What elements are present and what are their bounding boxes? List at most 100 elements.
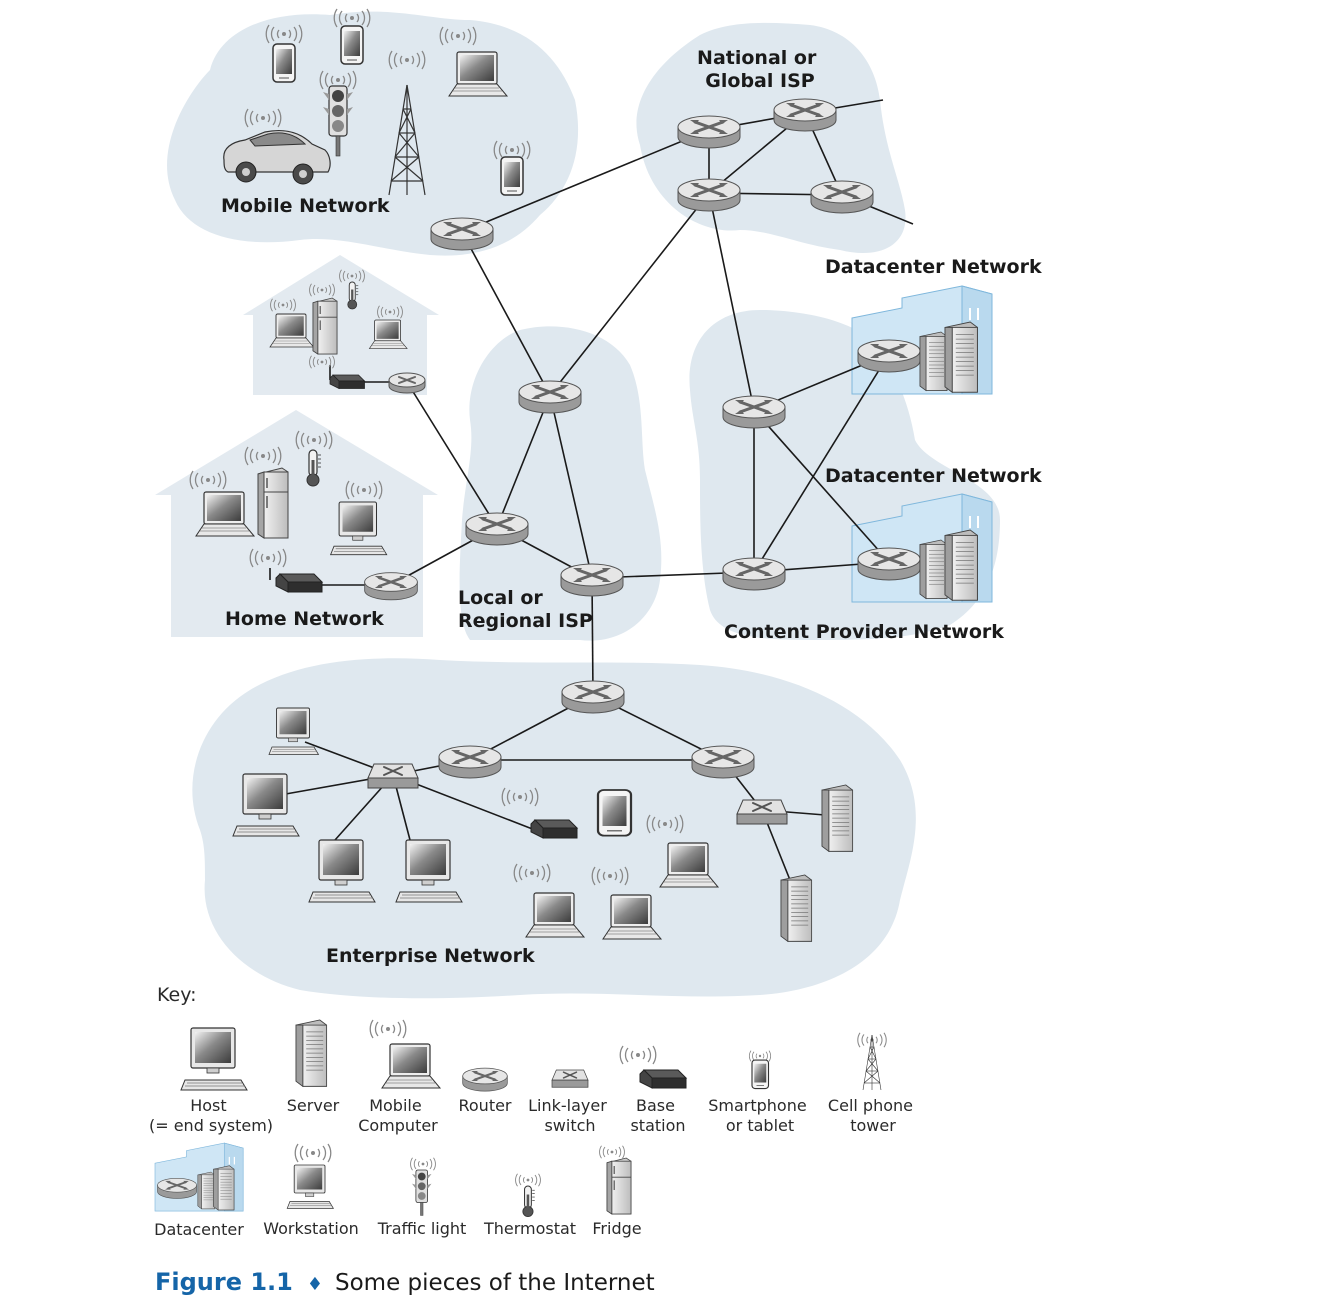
mobile-computer-icon	[381, 1043, 441, 1089]
smartphone-icon	[272, 43, 296, 83]
regional-isp-cloud	[459, 326, 662, 641]
router-icon	[559, 562, 625, 598]
key-label-server-line1: Server	[287, 1096, 340, 1115]
key-label-mobile-computer: Mobile Computer	[358, 1096, 438, 1135]
key-label-thermostat-line1: Thermostat	[483, 1219, 576, 1238]
fridge-icon	[606, 1157, 632, 1215]
datacenter-network-label-1: Datacenter Network	[825, 256, 1042, 278]
mobile-network-label: Mobile Network	[221, 195, 390, 217]
workstation-icon	[286, 1164, 334, 1209]
smartphone-icon	[500, 156, 524, 196]
router-icon	[560, 679, 626, 715]
key-label-mobile-computer-line2: Computer	[358, 1116, 438, 1135]
server-icon	[944, 321, 978, 393]
server-icon	[780, 874, 813, 942]
server-icon	[919, 539, 948, 599]
global-isp-label-line2: Global ISP	[705, 70, 814, 92]
key-label-smartphone: Smartphone or tablet	[708, 1096, 812, 1135]
legend-key: Key: Host (= end system) Server Mobile C…	[149, 984, 913, 1239]
wifi-icon	[369, 1019, 407, 1039]
router-icon	[437, 744, 503, 780]
server-icon	[919, 331, 948, 391]
key-label-traffic-light: Traffic light	[377, 1219, 467, 1238]
mobile-network-devices	[223, 8, 531, 196]
regional-isp-label-line1: Local or	[458, 587, 543, 609]
global-isp-label: National or Global ISP	[697, 47, 823, 92]
router-icon	[721, 394, 787, 430]
enterprise-network-label: Enterprise Network	[326, 945, 535, 967]
router-icon	[690, 744, 756, 780]
key-label-host: Host (= end system)	[149, 1096, 273, 1135]
base-station-icon	[275, 573, 323, 593]
wifi-icon	[294, 1143, 332, 1163]
key-label-fridge-line1: Fridge	[592, 1219, 641, 1238]
key-label-router: Router	[458, 1096, 511, 1115]
fridge-icon	[312, 297, 338, 355]
link-layer-switch-icon	[367, 763, 419, 789]
router-icon	[517, 379, 583, 415]
key-label-workstation: Workstation	[263, 1219, 359, 1238]
base-station-icon	[639, 1069, 687, 1089]
key-label-workstation-line1: Workstation	[263, 1219, 359, 1238]
router-icon	[676, 177, 742, 213]
key-label-switch-line1: Link-layer	[528, 1096, 607, 1115]
key-label-traffic-light-line1: Traffic light	[377, 1219, 467, 1238]
wifi-icon	[599, 1145, 625, 1159]
key-label-base-station-line2: station	[630, 1116, 685, 1135]
host-icon	[180, 1027, 248, 1091]
car-icon	[223, 129, 331, 185]
global-isp-label-line1: National or	[697, 47, 817, 69]
router-icon	[464, 511, 530, 547]
key-label-smartphone-line2: or tablet	[726, 1116, 794, 1135]
smartphone-icon	[340, 25, 364, 65]
router-icon	[809, 179, 875, 215]
caption-bullet: ♦	[307, 1274, 323, 1295]
home-network-house-1	[243, 255, 439, 395]
figure-caption: Figure 1.1 ♦ Some pieces of the Internet	[155, 1268, 655, 1295]
cell-tower-icon	[862, 1034, 882, 1091]
key-label-datacenter: Datacenter	[154, 1220, 244, 1239]
wifi-icon	[619, 1045, 657, 1065]
key-label-router-line1: Router	[458, 1096, 511, 1115]
content-provider-network-label: Content Provider Network	[724, 621, 1004, 643]
key-label-mobile-computer-line1: Mobile	[369, 1096, 421, 1115]
router-icon	[856, 338, 922, 374]
key-label-datacenter-line1: Datacenter	[154, 1220, 244, 1239]
datacenter-network-label-2: Datacenter Network	[825, 465, 1042, 487]
caption-text: Some pieces of the Internet	[335, 1270, 655, 1295]
caption-figure-number: Figure 1.1	[155, 1268, 293, 1295]
key-label-base-station-line1: Base	[636, 1096, 675, 1115]
key-label-fridge: Fridge	[592, 1219, 641, 1238]
router-icon	[388, 372, 426, 394]
router-icon	[676, 114, 742, 150]
network-labels: Mobile Network National or Global ISP Da…	[221, 47, 1042, 967]
datacenter-icon	[154, 1142, 244, 1212]
router-icon	[772, 97, 838, 133]
server-icon	[944, 529, 978, 601]
router-icon	[429, 216, 495, 252]
fridge-icon	[257, 467, 289, 539]
regional-isp-label: Local or Regional ISP	[458, 587, 593, 632]
home-network-label: Home Network	[225, 608, 384, 630]
key-label-switch-line2: switch	[544, 1116, 595, 1135]
link-layer-switch-icon	[736, 799, 788, 825]
key-label-cell-tower-line1: Cell phone	[828, 1096, 913, 1115]
mobile-network-cloud	[167, 11, 579, 256]
smartphone-icon	[596, 788, 633, 837]
base-station-icon	[329, 374, 365, 389]
base-station-icon	[530, 819, 578, 839]
key-label-smartphone-line1: Smartphone	[708, 1096, 806, 1115]
router-icon	[721, 556, 787, 592]
router-icon	[856, 546, 922, 582]
key-label-server: Server	[287, 1096, 340, 1115]
caption-line: Figure 1.1 ♦ Some pieces of the Internet	[155, 1268, 655, 1295]
regional-isp-label-line2: Regional ISP	[458, 610, 593, 632]
key-label-thermostat: Thermostat	[483, 1219, 576, 1238]
link-layer-switch-icon	[551, 1069, 589, 1089]
key-label-host-line2: (= end system)	[149, 1116, 273, 1135]
wifi-icon	[515, 1173, 541, 1187]
key-label-cell-tower-line2: tower	[850, 1116, 896, 1135]
key-label-host-line1: Host	[190, 1096, 226, 1115]
smartphone-icon	[751, 1059, 770, 1090]
